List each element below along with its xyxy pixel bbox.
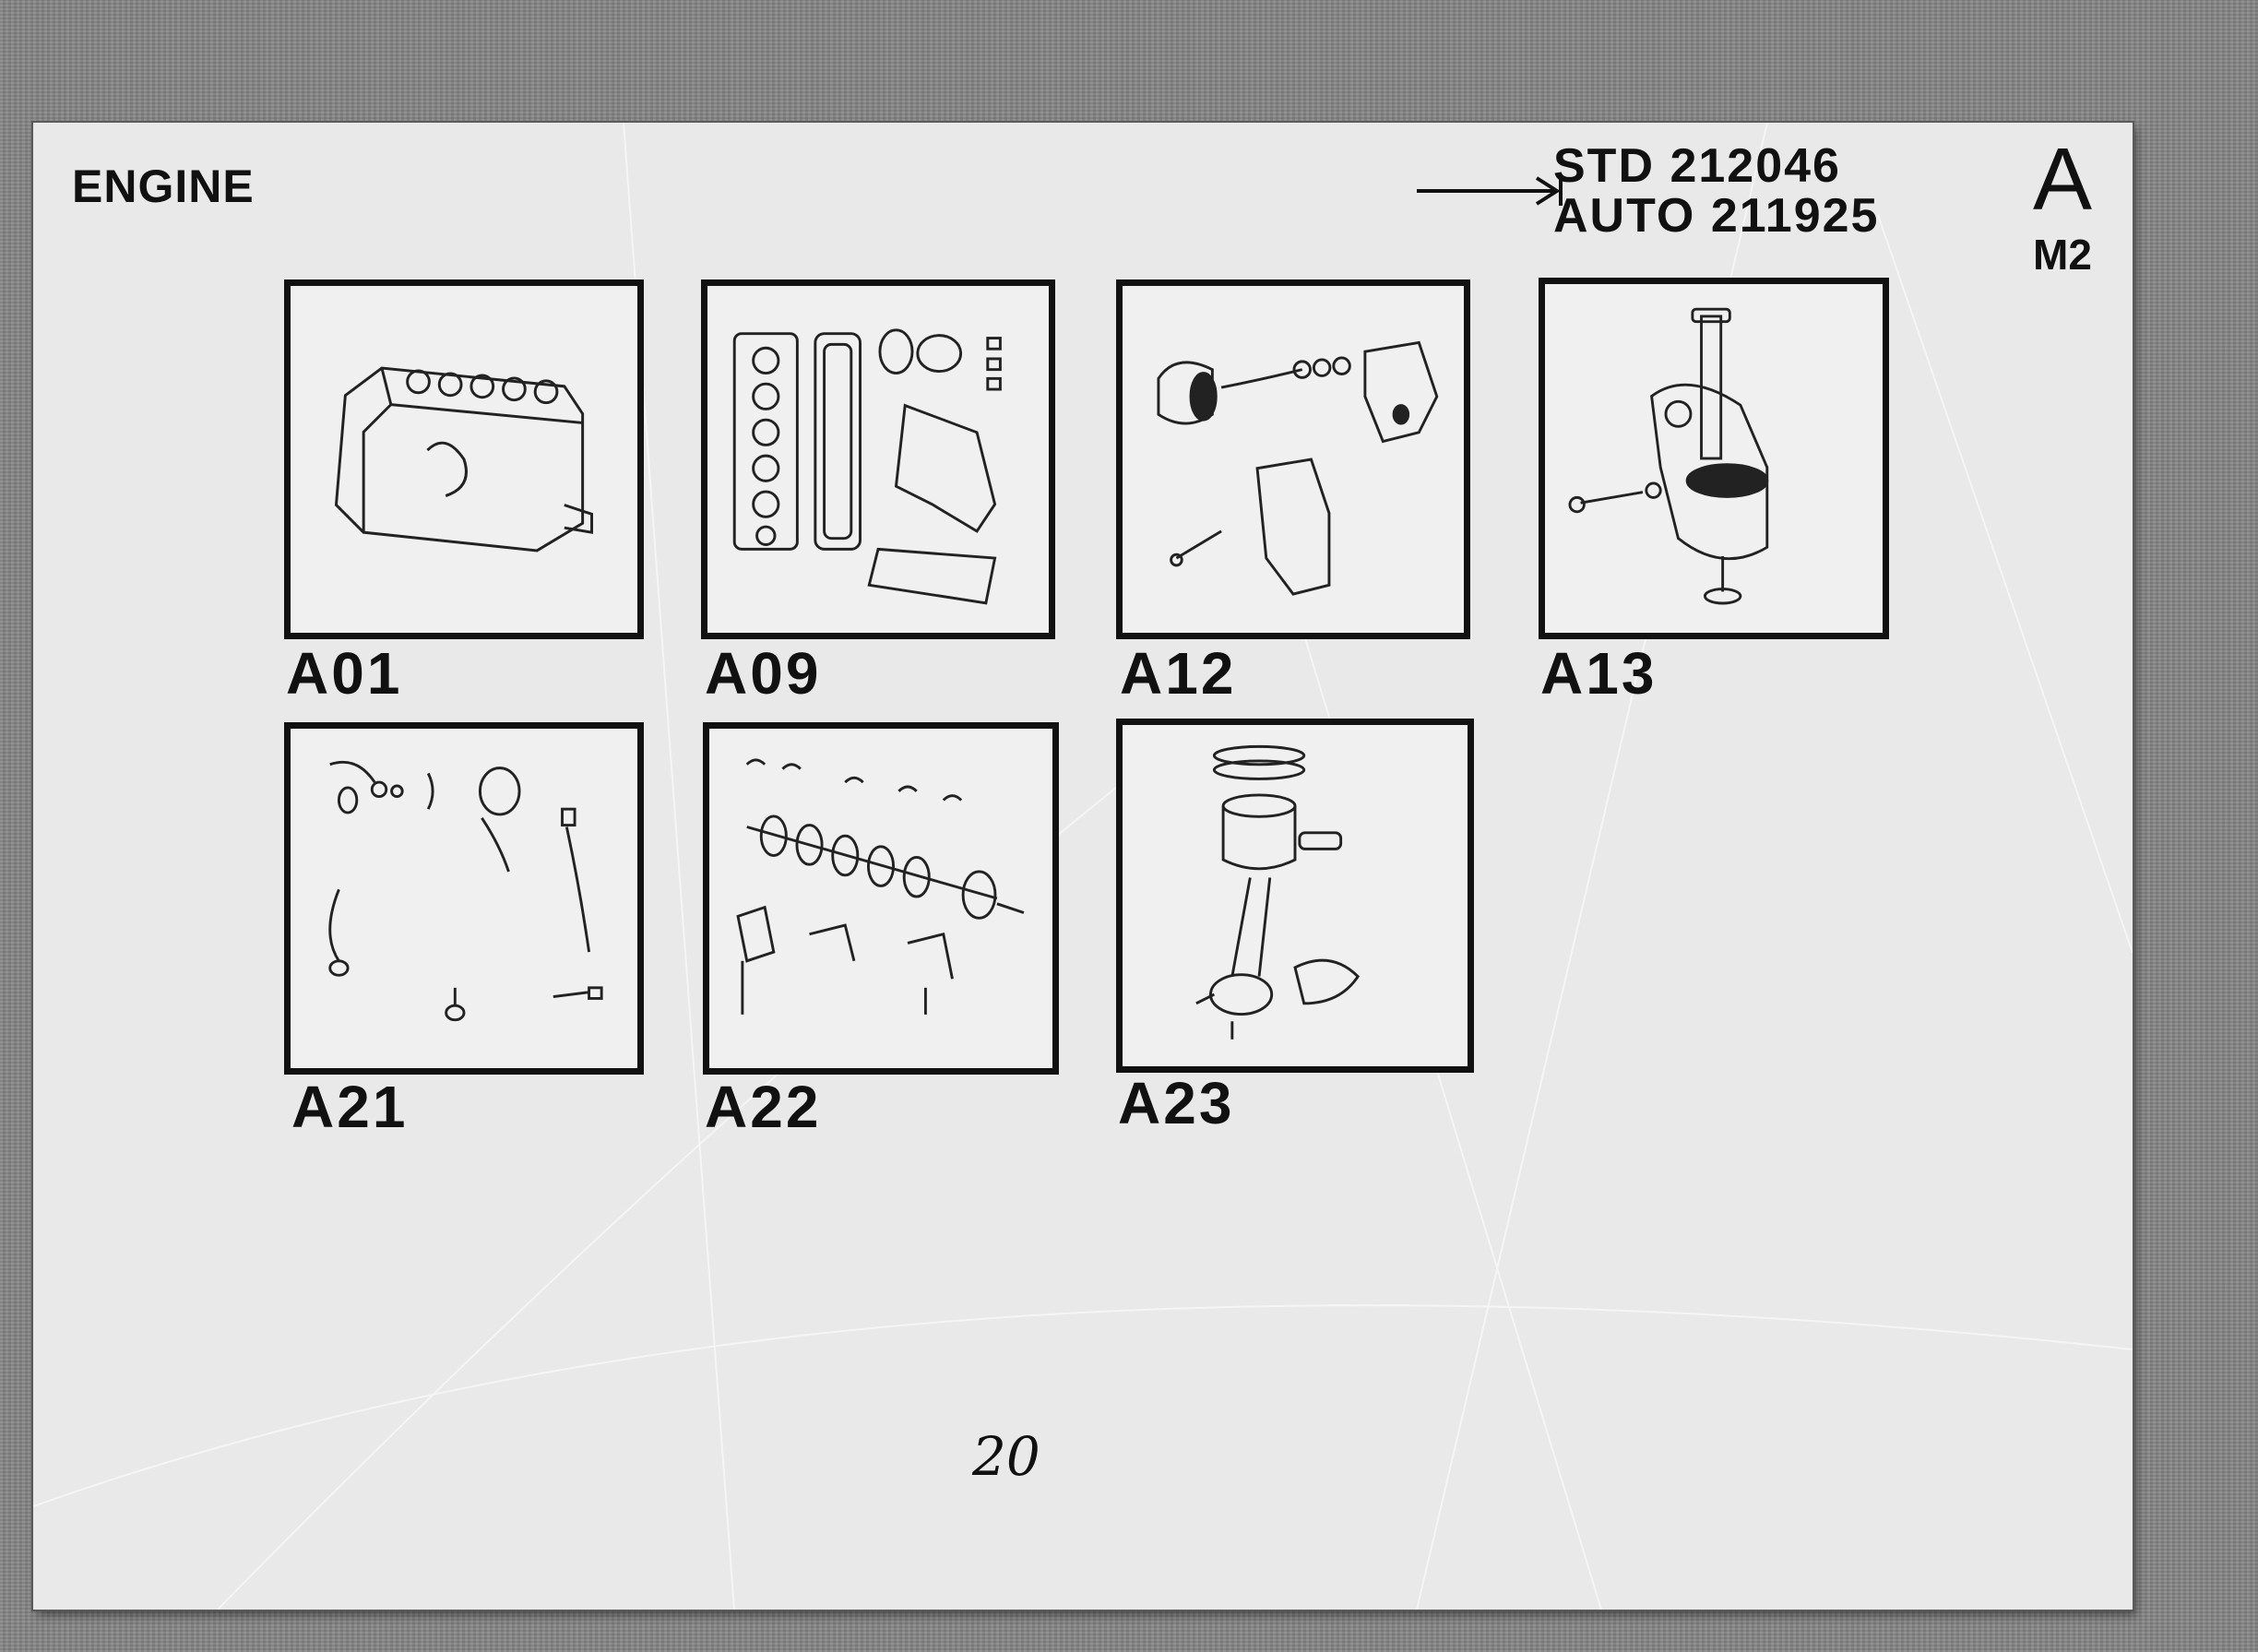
engine-block-icon bbox=[334, 366, 594, 553]
group-tile-a13[interactable] bbox=[1539, 278, 1889, 639]
group-code-a12: A12 bbox=[1120, 640, 1237, 707]
group-tile-a21[interactable] bbox=[284, 722, 644, 1075]
handwritten-page-number: 20 bbox=[972, 1425, 1040, 1488]
mounting-bracket-icon bbox=[1568, 307, 1769, 605]
crankshaft-icon bbox=[736, 758, 1025, 1015]
group-tile-a01[interactable] bbox=[284, 279, 644, 639]
group-code-a13: A13 bbox=[1540, 640, 1658, 707]
group-code-a01: A01 bbox=[286, 640, 403, 707]
piston-conrod-icon bbox=[1195, 744, 1361, 1040]
microfiche-card: ENGINE STD 212046 AUTO 211925 A M2 A01 bbox=[33, 123, 2133, 1610]
group-code-a23: A23 bbox=[1118, 1070, 1235, 1136]
group-tile-a12[interactable] bbox=[1116, 279, 1470, 639]
reference-auto: AUTO 211925 bbox=[1553, 189, 1880, 243]
arrow-right-icon bbox=[1417, 176, 1563, 206]
reference-std: STD 212046 bbox=[1553, 139, 1841, 193]
gasket-set-icon bbox=[732, 328, 1002, 605]
cylinder-block-fittings-icon bbox=[328, 760, 603, 1022]
reference-numbers: STD 212046 AUTO 211925 bbox=[1553, 141, 1879, 241]
group-code-a21: A21 bbox=[291, 1074, 409, 1140]
group-tile-a22[interactable] bbox=[703, 722, 1059, 1075]
group-tile-a09[interactable] bbox=[701, 279, 1055, 639]
card-heading: ENGINE bbox=[72, 160, 255, 212]
group-code-a09: A09 bbox=[705, 640, 822, 707]
group-code-a22: A22 bbox=[705, 1074, 822, 1140]
section-sub: M2 bbox=[2033, 231, 2092, 279]
group-tile-a23[interactable] bbox=[1116, 719, 1474, 1073]
section-letter: A bbox=[2032, 130, 2093, 229]
engine-mounting-icon bbox=[1157, 340, 1439, 596]
